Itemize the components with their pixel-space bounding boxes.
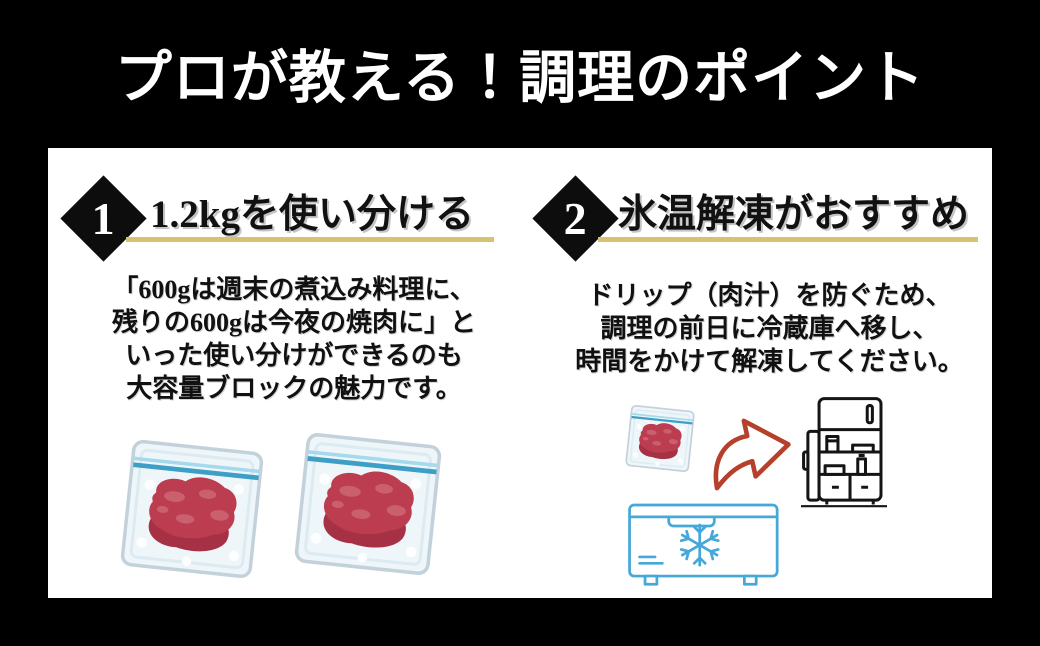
ziplock-bag-meat-icon	[115, 433, 269, 585]
point-1-heading-underline	[126, 237, 494, 242]
point-1-description: 「600gは週末の煮込み料理に、 残りの600gは今夜の焼肉に」と いった使い分…	[111, 275, 476, 403]
ziplock-bag-meat-icon	[289, 426, 447, 582]
point-1-number-badge: 1	[60, 175, 147, 262]
point-2-heading-underline	[598, 237, 978, 242]
curved-arrow-icon	[703, 410, 799, 494]
point-1-number: 1	[92, 192, 115, 244]
point-2-description: ドリップ（肉汁）を防ぐため、 調理の前日に冷蔵庫へ移し、 時間をかけて解凍してく…	[575, 281, 964, 376]
point-1-heading: 1.2kgを使い分ける	[150, 193, 474, 236]
refrigerator-icon	[801, 391, 887, 513]
content-card: 1 1.2kgを使い分ける 「600gは週末の煮込み料理に、 残りの600gは今…	[48, 148, 992, 598]
chest-freezer-icon	[625, 498, 789, 594]
page-title: プロが教える！調理のポイント	[114, 47, 926, 110]
point-2-heading: 氷温解凍がおすすめ	[618, 193, 970, 236]
ziplock-bag-meat-icon	[623, 402, 698, 476]
point-2-number-badge: 2	[532, 175, 619, 262]
point-2-number: 2	[564, 192, 587, 244]
